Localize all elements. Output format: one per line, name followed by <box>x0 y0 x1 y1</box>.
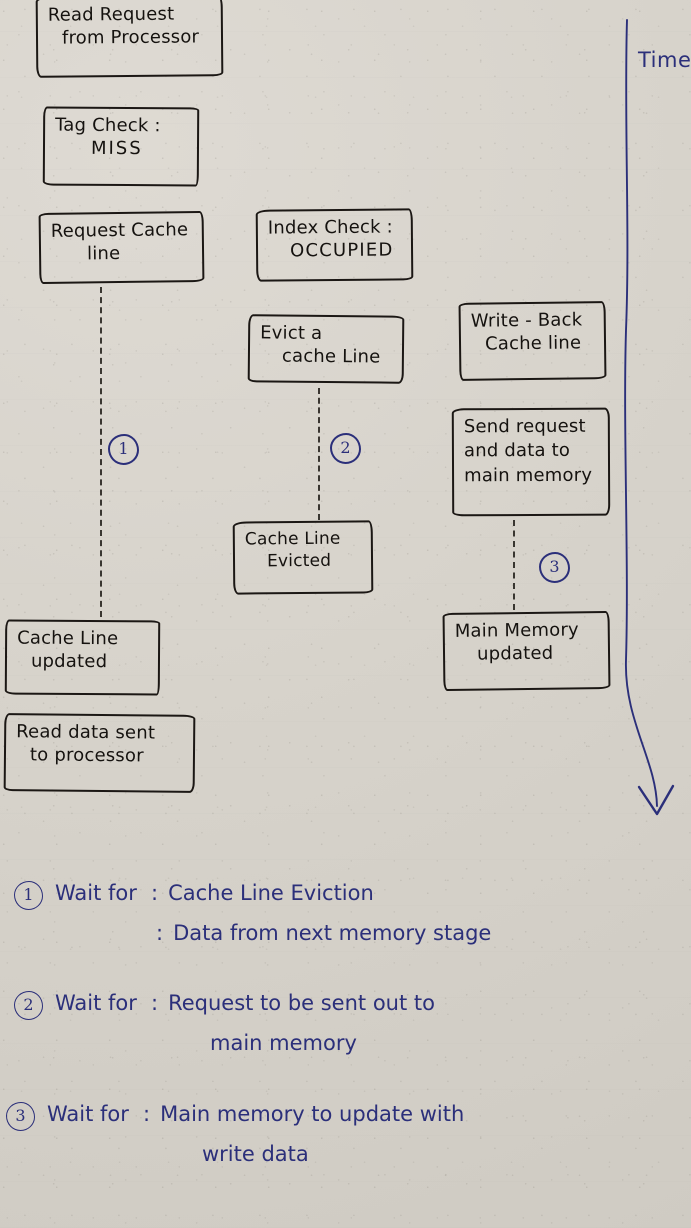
time-axis-label: Time <box>638 48 691 72</box>
legend-row: 2 Wait for : Request to be sent out to <box>14 990 691 1021</box>
legend-text: write data <box>202 1141 309 1166</box>
legend-item-1: 1 Wait for : Cache Line Eviction : Data … <box>14 880 691 946</box>
legend-item-2: 2 Wait for : Request to be sent out to m… <box>14 990 691 1056</box>
wait-dashed-line-2 <box>318 388 320 520</box>
time-axis-arrow <box>624 19 675 816</box>
wait-dashed-line-3 <box>513 520 515 610</box>
legend-text: Cache Line Eviction <box>168 881 374 905</box>
legend-row-continuation: main memory <box>210 1030 691 1056</box>
legend-badge-2: 2 <box>14 991 43 1021</box>
legend-label: Wait for <box>47 1101 129 1126</box>
legend-colon: : <box>151 991 159 1016</box>
legend-label: Wait for <box>55 991 137 1016</box>
legend-text: Data from next memory stage <box>173 921 492 945</box>
legend-colon: : <box>151 881 159 905</box>
legend-label: Wait for <box>55 881 137 905</box>
legend-text: Request to be sent out to <box>168 991 435 1016</box>
legend: 1 Wait for : Cache Line Eviction : Data … <box>0 880 691 1175</box>
legend-row-continuation: write data <box>202 1141 691 1167</box>
legend-row: 1 Wait for : Cache Line Eviction <box>14 880 691 910</box>
legend-row-continuation: : Data from next memory stage <box>152 920 691 946</box>
legend-colon: : <box>156 921 164 945</box>
wait-marker-1: 1 <box>108 434 139 465</box>
legend-row: 3 Wait for : Main memory to update with <box>6 1101 691 1131</box>
legend-colon: : <box>143 1101 151 1126</box>
wait-dashed-line-1 <box>100 287 102 617</box>
wait-marker-3: 3 <box>539 552 570 583</box>
legend-item-3: 3 Wait for : Main memory to update with … <box>6 1101 691 1167</box>
legend-text: main memory <box>210 1031 357 1056</box>
legend-badge-3: 3 <box>6 1101 35 1131</box>
legend-text: Main memory to update with <box>160 1101 465 1126</box>
legend-badge-1: 1 <box>14 881 43 910</box>
wait-marker-2: 2 <box>330 433 361 464</box>
